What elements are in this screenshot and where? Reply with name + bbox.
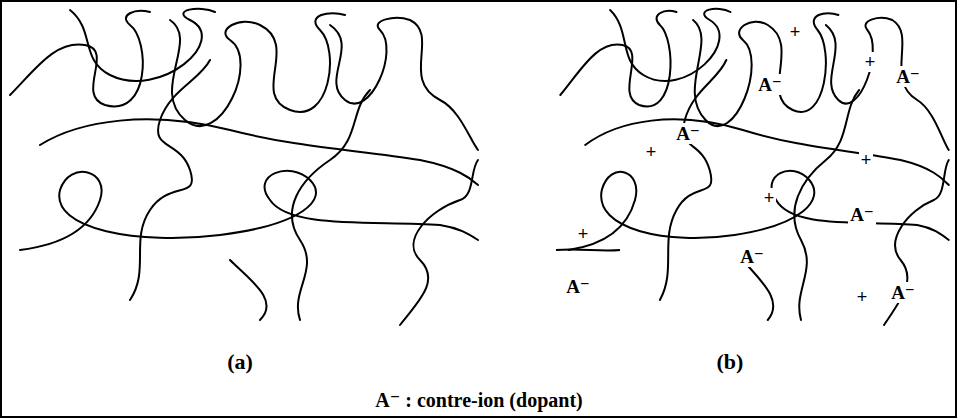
counter-ion: A⁻ <box>564 276 592 297</box>
polymer-chains-b <box>560 9 948 325</box>
polymer-chain-end <box>556 249 620 250</box>
counter-ion: A⁻ <box>738 246 766 267</box>
charge-sign: + <box>863 52 878 72</box>
polymer-chains-a <box>10 9 478 325</box>
charge-sign: + <box>855 287 870 307</box>
charge-sign: + <box>788 22 803 42</box>
charge-sign: + <box>576 224 591 244</box>
panel-label: (a) <box>225 350 255 374</box>
charge-sign: + <box>859 150 874 170</box>
charge-sign: + <box>762 188 777 208</box>
counter-ion: A⁻ <box>894 66 922 87</box>
counter-ion: A⁻ <box>674 123 702 144</box>
charge-sign: + <box>644 142 659 162</box>
counter-ion: A⁻ <box>889 282 917 303</box>
counter-ion: A⁻ <box>848 204 876 225</box>
caption: A⁻ : contre-ion (dopant) <box>373 389 584 411</box>
counter-ion: A⁻ <box>756 74 784 95</box>
panel-label: (b) <box>715 350 746 374</box>
